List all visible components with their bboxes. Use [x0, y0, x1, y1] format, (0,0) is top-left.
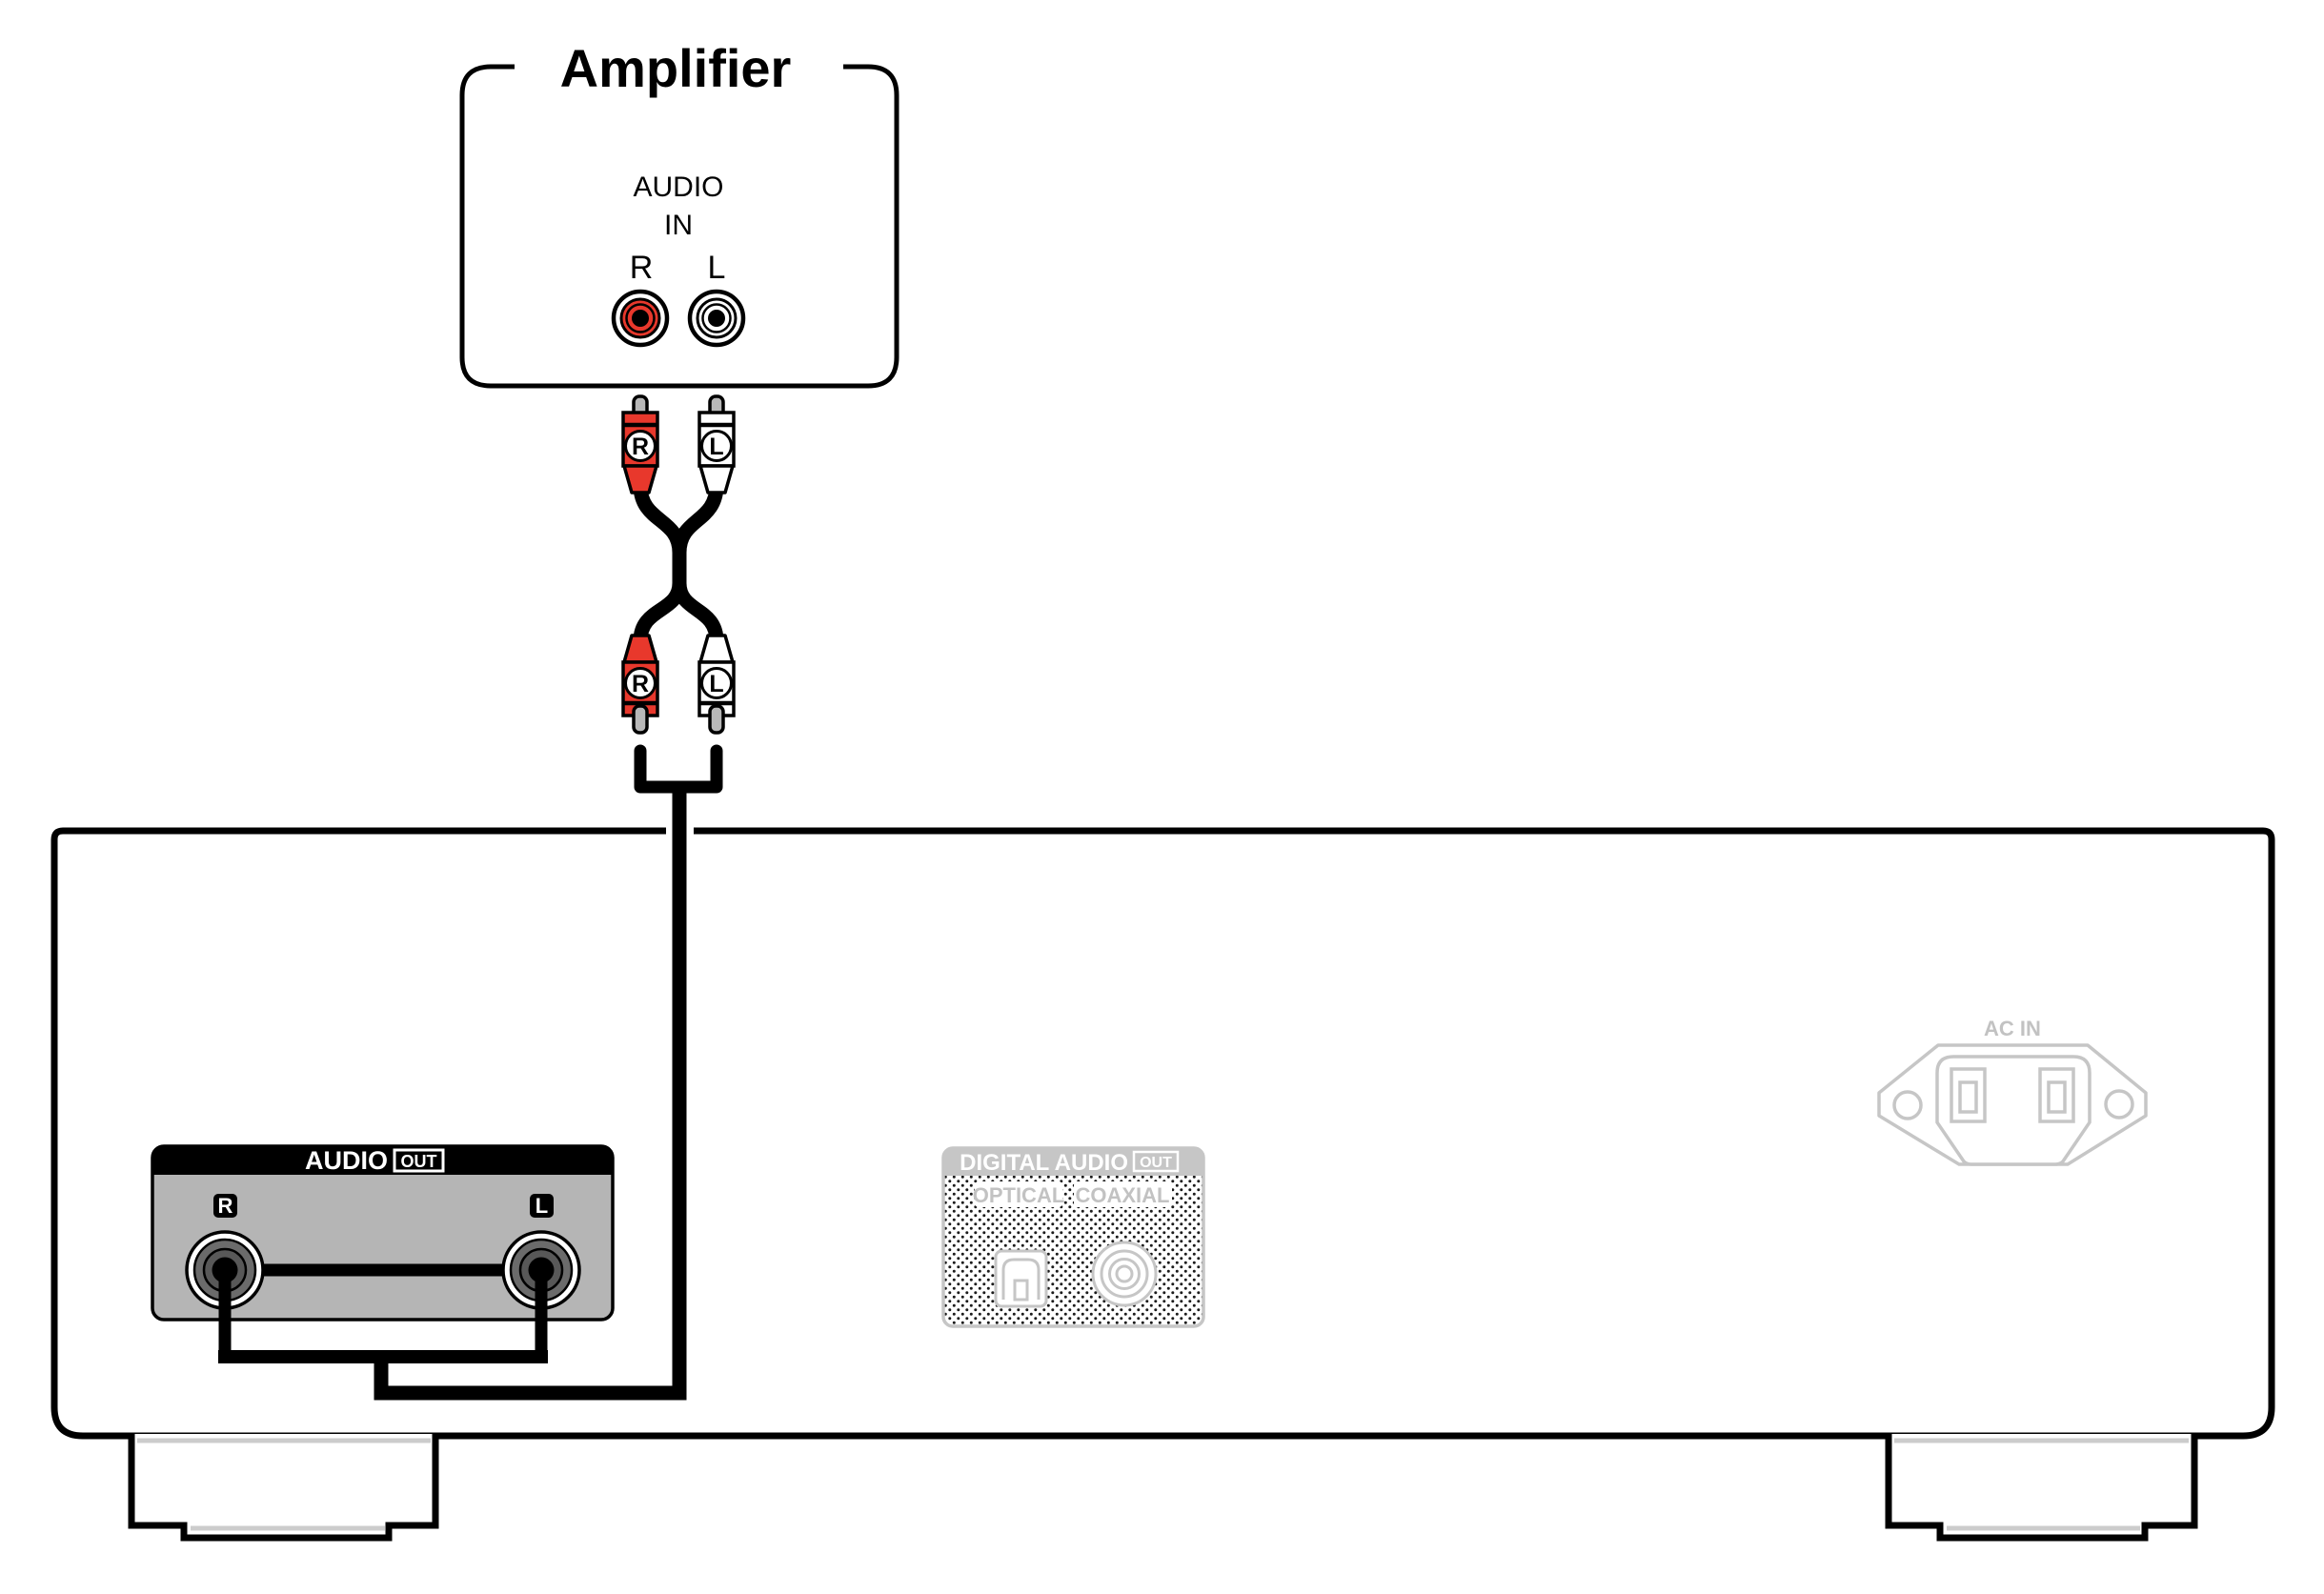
audio-out-header-label: AUDIO	[305, 1146, 388, 1175]
amplifier-box: Amplifier AUDIO IN R L	[459, 38, 899, 389]
rca-cable: R L R L	[621, 394, 736, 794]
rca-input-jack-red-icon	[611, 289, 670, 348]
digital-audio-header	[943, 1148, 1203, 1176]
cd-player-rear-panel: AC IN DIGITAL AUDIO OUT OPTICAL	[51, 787, 2275, 1542]
lower-plug-r-label: R	[632, 671, 649, 697]
amplifier-outline	[459, 64, 899, 389]
upper-plug-r-label: R	[632, 434, 649, 460]
rca-plug-red-down-icon: R	[621, 634, 659, 735]
audio-out-badge-label: OUT	[401, 1152, 437, 1171]
digital-audio-header-label: DIGITAL AUDIO	[960, 1150, 1128, 1176]
optical-label-strip	[975, 1181, 1062, 1207]
lower-plug-l-label: L	[709, 671, 723, 697]
player-foot-right	[1885, 1434, 2198, 1542]
ac-in-label: AC IN	[1984, 1017, 2041, 1040]
coaxial-connector-icon	[1091, 1241, 1158, 1307]
audio-out-r-chip	[213, 1194, 237, 1218]
amplifier-audio-in-line1: AUDIO	[633, 172, 723, 203]
cable-riser-and-run	[374, 787, 687, 1401]
audio-out-l-chip	[530, 1194, 554, 1218]
player-foot-left	[128, 1434, 439, 1542]
ac-inlet-icon	[1877, 1043, 2148, 1166]
digital-out-badge-box	[1132, 1150, 1180, 1173]
digital-out-badge-label: OUT	[1140, 1155, 1172, 1171]
audio-out-r-label: R	[218, 1194, 233, 1218]
cable-upper-curves	[633, 484, 724, 642]
rca-input-jack-white-icon	[687, 289, 746, 348]
audio-out-badge-box	[393, 1148, 445, 1173]
optical-connector-icon	[994, 1249, 1048, 1308]
amplifier-jack-r-label: R	[630, 250, 654, 286]
coaxial-label-strip	[1074, 1181, 1172, 1207]
audio-out-header	[152, 1146, 613, 1175]
rca-plug-red-up-icon: R	[621, 394, 659, 494]
coaxial-label: COAXIAL	[1076, 1183, 1170, 1207]
upper-plug-l-label: L	[709, 434, 723, 460]
optical-label: OPTICAL	[973, 1183, 1065, 1207]
rca-plug-white-down-icon: L	[697, 634, 736, 735]
digital-audio-out-panel: DIGITAL AUDIO OUT OPTICAL COAXIAL	[941, 1146, 1205, 1328]
ac-inlet: AC IN	[1877, 1017, 2148, 1166]
cable-routing	[218, 787, 687, 1401]
cable-socket-bracket	[634, 744, 723, 794]
amplifier-audio-in-line2: IN	[664, 210, 693, 241]
audio-out-l-label: L	[536, 1194, 548, 1218]
amplifier-title: Amplifier	[560, 38, 792, 98]
amplifier-jack-l-label: L	[708, 250, 726, 286]
rca-plug-white-up-icon: L	[697, 394, 736, 494]
